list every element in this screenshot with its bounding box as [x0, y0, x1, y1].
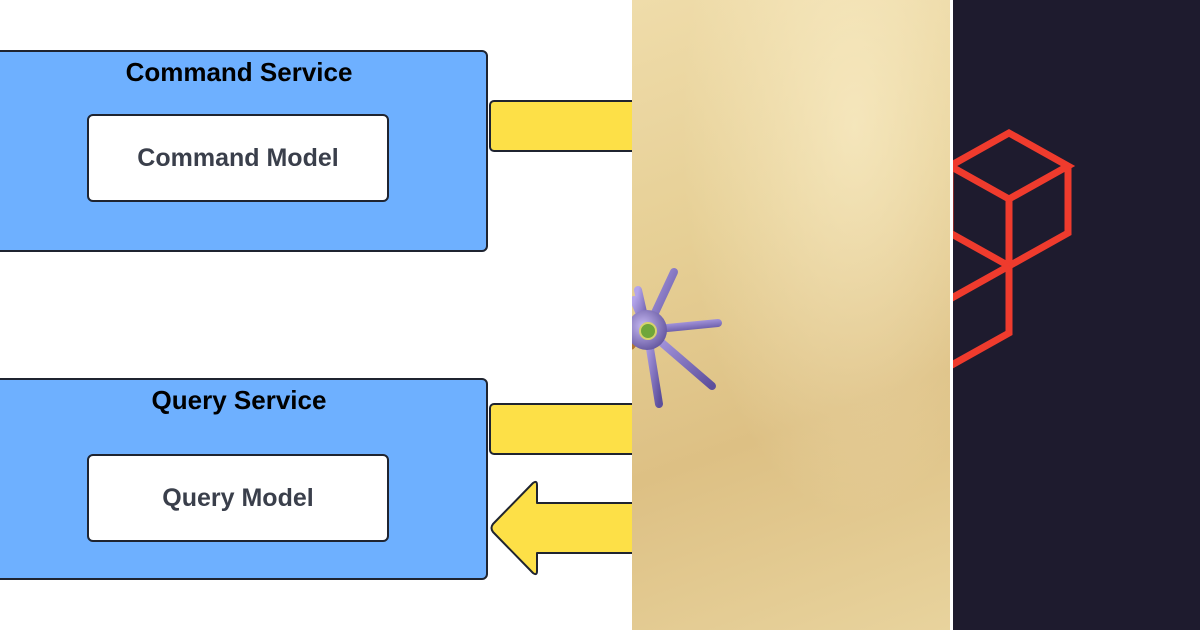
command-service-title: Command Service — [125, 57, 353, 87]
dark-logo-panel — [953, 0, 1200, 630]
molecule-icon — [632, 268, 722, 408]
command-arrow — [489, 100, 632, 152]
gold-sheen — [632, 0, 950, 630]
panel-divider — [950, 0, 954, 630]
cqrs-diagram-panel: Command Service Command Model Query Serv… — [0, 50, 632, 580]
command-model-box: Command Model — [87, 114, 389, 202]
command-service-box: Command Service Command Model — [0, 50, 488, 252]
query-model-box: Query Model — [87, 454, 389, 542]
query-out-arrow — [490, 480, 632, 576]
query-service-box: Query Service Query Model — [0, 378, 488, 580]
gold-image-panel — [632, 0, 950, 630]
query-in-arrow — [489, 403, 632, 455]
cube-logo-icon — [953, 128, 1076, 369]
query-service-title: Query Service — [151, 385, 327, 415]
arrows-layer — [489, 100, 632, 576]
